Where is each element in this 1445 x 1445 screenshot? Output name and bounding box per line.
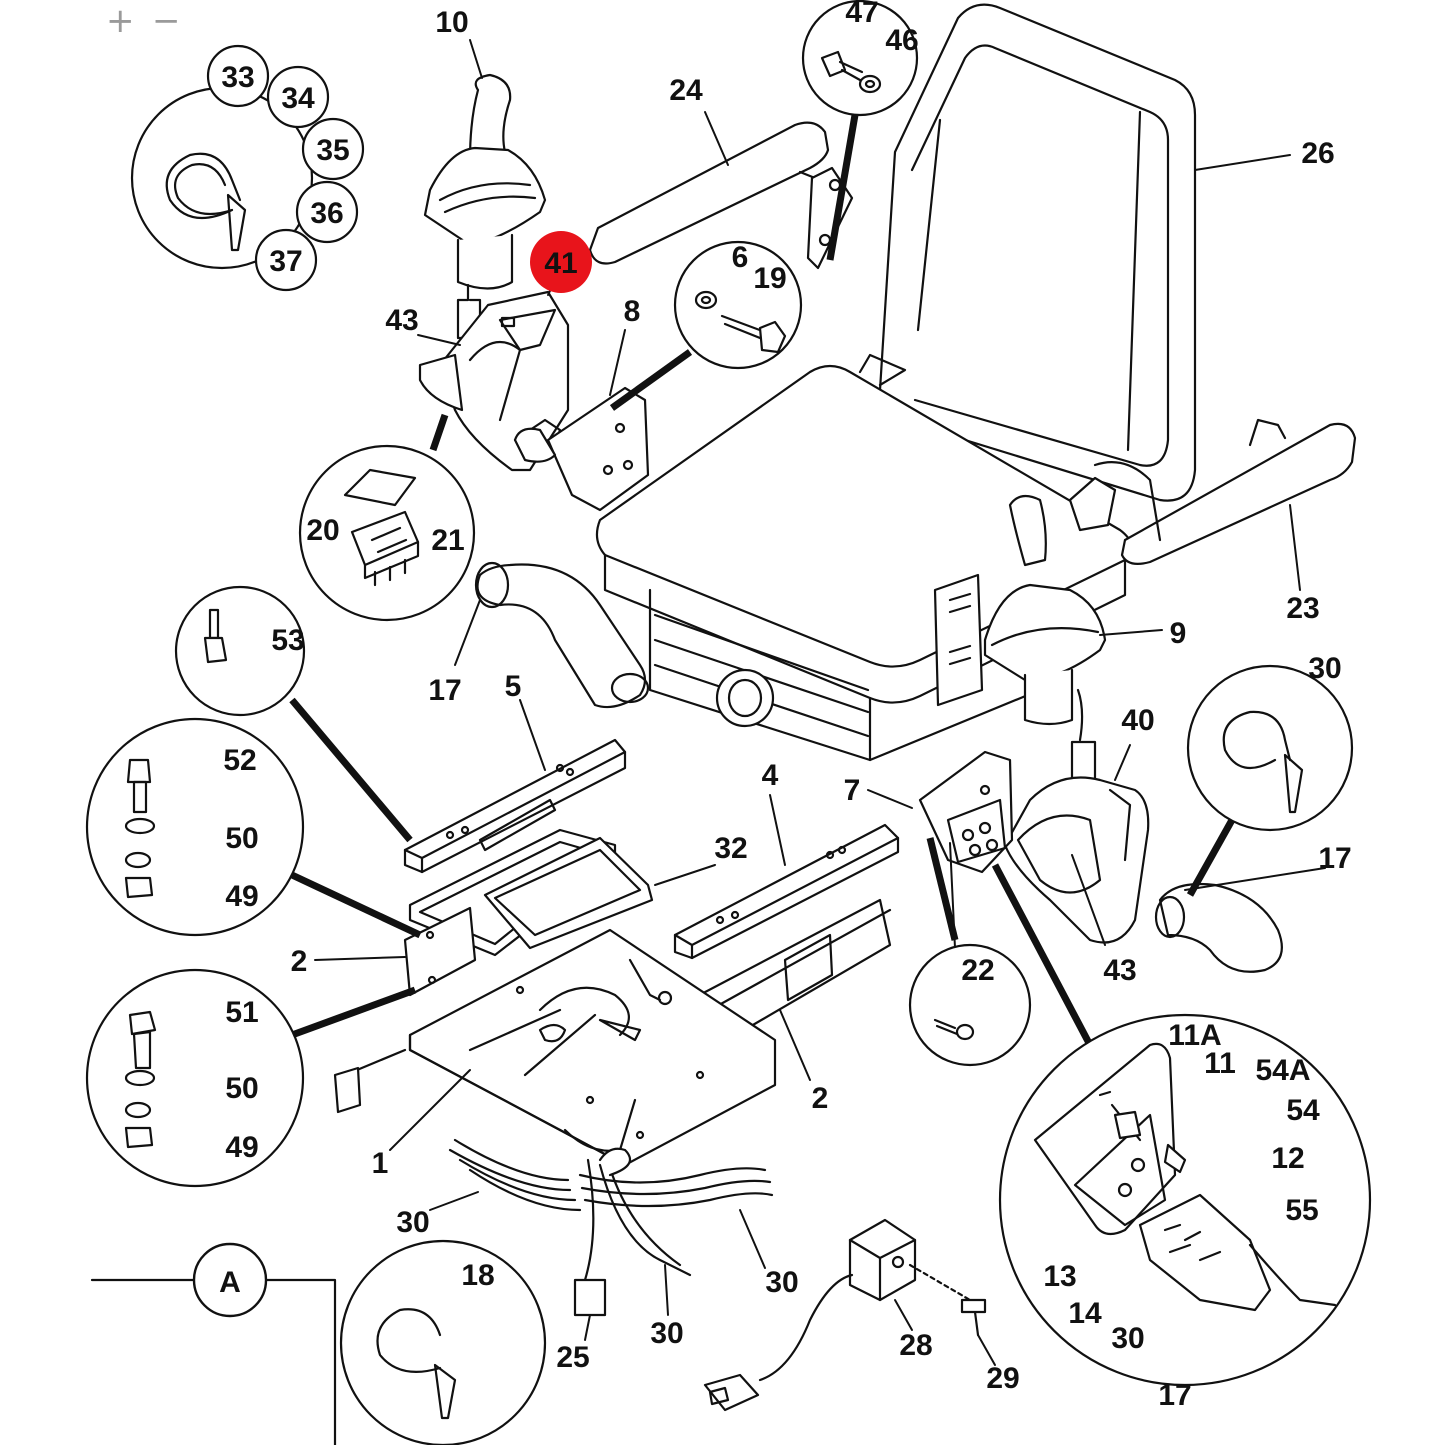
bolt-46-47	[820, 50, 882, 94]
callout-21[interactable]: 21	[431, 524, 464, 557]
callout-40[interactable]: 40	[1121, 704, 1154, 737]
callout-30-center-left[interactable]: 30	[396, 1206, 429, 1239]
detail-cable-tie-18	[339, 1239, 547, 1445]
detail-fasteners-49-52	[85, 717, 305, 937]
section-a-frame	[90, 1278, 337, 1445]
callout-32[interactable]: 32	[714, 832, 747, 865]
callout-14[interactable]: 14	[1068, 1297, 1102, 1330]
detail-fasteners-49-51	[85, 968, 305, 1188]
callout-26[interactable]: 26	[1301, 137, 1334, 170]
callout-30-valve[interactable]: 30	[1111, 1322, 1144, 1355]
callout-30-center-bottom[interactable]: 30	[650, 1317, 683, 1350]
callout-29[interactable]: 29	[986, 1362, 1019, 1395]
console-left	[418, 290, 570, 472]
callout-55[interactable]: 55	[1285, 1194, 1318, 1227]
fasteners-49-52	[124, 758, 156, 899]
callout-33[interactable]: 33	[221, 61, 254, 94]
callout-8[interactable]: 8	[624, 295, 641, 328]
hose-17-right	[1154, 882, 1283, 973]
joystick-right	[983, 494, 1107, 784]
callout-4[interactable]: 4	[762, 759, 779, 792]
callout-41-highlighted[interactable]: 41	[544, 247, 577, 280]
callout-28[interactable]: 28	[899, 1329, 932, 1362]
wire-harness-center	[448, 1138, 774, 1317]
detail-connectors	[289, 114, 1236, 1047]
callout-13[interactable]: 13	[1043, 1260, 1076, 1293]
callout-25[interactable]: 25	[556, 1341, 589, 1374]
joystick-left	[423, 73, 547, 340]
callout-17-right[interactable]: 17	[1318, 842, 1351, 875]
callout-49-upper[interactable]: 49	[225, 880, 258, 913]
callout-2-right[interactable]: 2	[812, 1082, 829, 1115]
zoom-in-button[interactable]: +	[106, 1, 135, 41]
callout-35[interactable]: 35	[316, 134, 349, 167]
callout-5[interactable]: 5	[505, 670, 522, 703]
callout-6[interactable]: 6	[732, 241, 749, 274]
callout-11[interactable]: 11	[1204, 1047, 1236, 1080]
callout-23[interactable]: 23	[1286, 592, 1319, 625]
callout-17-valve[interactable]: 17	[1158, 1379, 1191, 1412]
base-plate	[333, 928, 777, 1167]
detail-screw-53	[174, 585, 306, 717]
callout-17-center[interactable]: 17	[428, 674, 461, 707]
highlight-marker	[530, 231, 592, 293]
slide-rail-5	[403, 738, 627, 874]
callout-18[interactable]: 18	[461, 1259, 494, 1292]
callout-30-center-right[interactable]: 30	[765, 1266, 798, 1299]
callout-22[interactable]: 22	[961, 954, 994, 987]
console-right	[1003, 776, 1150, 944]
callout-50-lower[interactable]: 50	[225, 1072, 258, 1105]
callout-43-right[interactable]: 43	[1103, 954, 1136, 987]
bolt-6-19	[694, 290, 787, 354]
callout-54A[interactable]: 54A	[1255, 1054, 1310, 1087]
callout-11A[interactable]: 11A	[1168, 1019, 1221, 1052]
callout-10[interactable]: 10	[435, 6, 468, 39]
callout-19[interactable]: 19	[753, 262, 786, 295]
callout-46[interactable]: 46	[885, 24, 918, 57]
callout-2-left[interactable]: 2	[291, 945, 308, 978]
sensor-28	[703, 1218, 987, 1412]
callout-49-lower[interactable]: 49	[225, 1131, 258, 1164]
cable-tie-33-37	[165, 152, 247, 252]
slide-rail-4	[673, 823, 900, 960]
callout-51[interactable]: 51	[225, 996, 258, 1029]
callout-54[interactable]: 54	[1286, 1094, 1320, 1127]
fasteners-49-51	[124, 1010, 157, 1149]
cable-tie-30-right	[1222, 710, 1304, 814]
callout-53[interactable]: 53	[271, 624, 304, 657]
cable-tie-18	[376, 1308, 457, 1420]
detail-cable-tie-30	[1186, 664, 1354, 832]
section-a-label[interactable]: A	[219, 1266, 241, 1299]
callout-50-upper[interactable]: 50	[225, 822, 258, 855]
callout-37[interactable]: 37	[269, 245, 302, 278]
callout-52[interactable]: 52	[223, 744, 256, 777]
hose-17-center	[474, 561, 650, 709]
callout-9[interactable]: 9	[1170, 617, 1187, 650]
callout-24[interactable]: 24	[669, 74, 703, 107]
valve-block	[1033, 1042, 1337, 1312]
switch-20-21	[343, 468, 420, 587]
callout-7[interactable]: 7	[844, 774, 861, 807]
detail-bolt-46-47	[801, 0, 919, 117]
callout-34[interactable]: 34	[281, 82, 315, 115]
callout-30-right[interactable]: 30	[1308, 652, 1341, 685]
bracket-7	[918, 750, 1014, 874]
callout-36[interactable]: 36	[310, 197, 343, 230]
screw-53	[203, 608, 228, 664]
armrest-right	[1068, 418, 1357, 565]
screw-22	[933, 1018, 975, 1041]
bracket-8	[513, 386, 650, 512]
detail-screw-22	[908, 943, 1032, 1067]
bracket-2-left	[403, 906, 477, 997]
callout-12[interactable]: 12	[1271, 1142, 1304, 1175]
callout-43-left[interactable]: 43	[385, 304, 418, 337]
callout-1[interactable]: 1	[372, 1147, 389, 1180]
callout-47[interactable]: 47	[845, 0, 878, 29]
zoom-out-button[interactable]: −	[152, 1, 181, 41]
callout-20[interactable]: 20	[306, 514, 339, 547]
